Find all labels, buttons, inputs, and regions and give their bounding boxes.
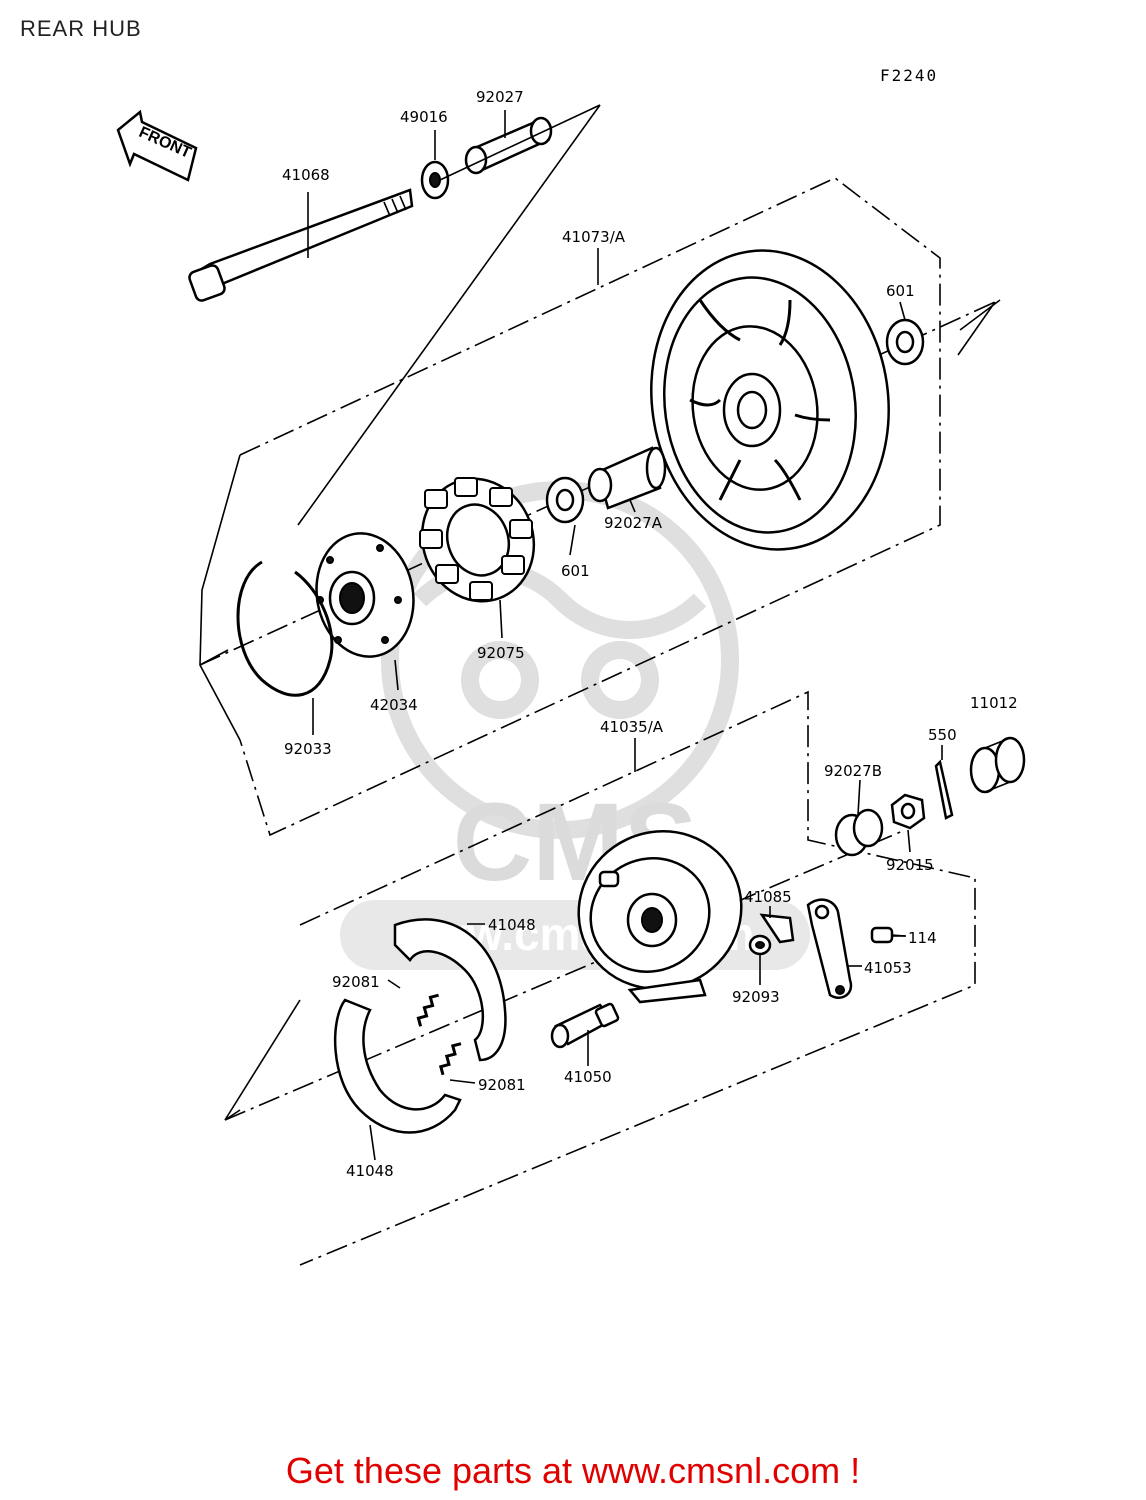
brake-shoe-41048-upper: [393, 918, 507, 1062]
cotter-pin-550: [934, 759, 954, 820]
bearing-601-right: [885, 318, 925, 366]
brake-panel-41035: [577, 830, 743, 1004]
washer-92093: [748, 934, 772, 956]
footer-banner: Get these parts at www.cmsnl.com !: [0, 1450, 1146, 1492]
label-92027A: 92027A: [604, 514, 662, 532]
label-92015: 92015: [886, 856, 934, 874]
label-92075: 92075: [477, 644, 525, 662]
label-601-center: 601: [561, 562, 590, 580]
front-arrow-icon: FRONT: [116, 109, 198, 182]
footer-link[interactable]: Get these parts at www.cmsnl.com !: [285, 1450, 861, 1491]
label-41048-upper: 41048: [488, 916, 536, 934]
label-550: 550: [928, 726, 957, 744]
label-41085: 41085: [744, 888, 792, 906]
label-92081-lower: 92081: [478, 1076, 526, 1094]
bolt-114: [870, 926, 906, 944]
label-92093: 92093: [732, 988, 780, 1006]
cam-lever-41053: [806, 898, 853, 999]
wheel-41073: [650, 249, 890, 551]
axle-41068: [188, 188, 414, 302]
label-92081-upper: 92081: [332, 973, 380, 991]
damper-92075: [419, 477, 536, 603]
collar-11012: [969, 736, 1026, 794]
label-41073: 41073/A: [562, 228, 626, 246]
label-41050: 41050: [564, 1068, 612, 1086]
bearing-601-center: [545, 476, 585, 524]
indicator-41085: [759, 913, 795, 944]
circlip-92033: [236, 560, 334, 697]
label-41048-lower: 41048: [346, 1162, 394, 1180]
label-49016: 49016: [400, 108, 448, 126]
page-title: REAR HUB: [20, 16, 142, 41]
brake-shoe-41048-lower: [333, 998, 462, 1134]
label-92027: 92027: [476, 88, 524, 106]
nut-92015: [890, 793, 926, 830]
collar-92027A: [587, 446, 667, 510]
label-114: 114: [908, 929, 937, 947]
exploded-diagram: CMS www.cmsnl.com FRONT: [116, 104, 1026, 1266]
spring-92081-lower: [438, 1042, 462, 1076]
collar-92027B: [834, 808, 884, 857]
label-601-right: 601: [886, 282, 915, 300]
label-41035: 41035/A: [600, 718, 664, 736]
label-42034: 42034: [370, 696, 418, 714]
spring-92081-upper: [416, 993, 439, 1027]
label-41053: 41053: [864, 959, 912, 977]
cam-shaft-41050: [550, 1002, 620, 1049]
collar-92027: [464, 116, 553, 175]
leader-lines: [307, 110, 943, 1161]
label-92027B: 92027B: [824, 762, 883, 780]
washer-49016: [420, 160, 450, 200]
label-92033: 92033: [284, 740, 332, 758]
figure-code: F2240: [880, 66, 939, 85]
coupling-42034: [315, 532, 415, 658]
label-41068: 41068: [282, 166, 330, 184]
label-11012: 11012: [970, 694, 1018, 712]
